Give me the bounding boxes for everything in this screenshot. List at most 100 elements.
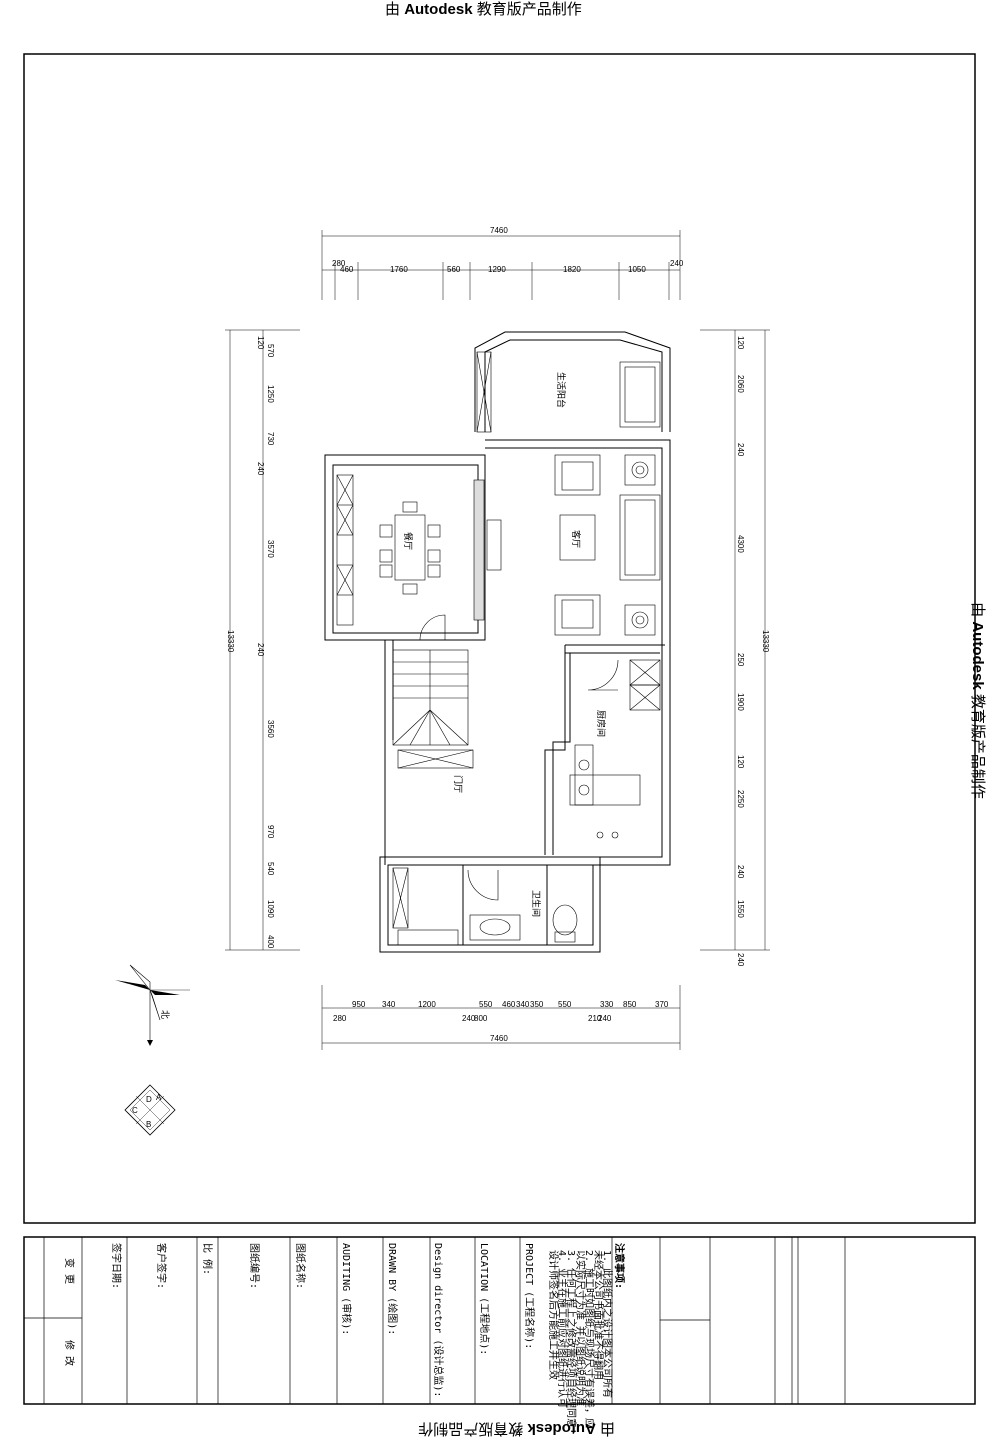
dim-bottom-a-8: 330	[600, 1000, 614, 1009]
dim-left-total: 13330	[226, 630, 235, 653]
dim-bottom-a-0: 950	[352, 1000, 366, 1009]
dim-right-2: 240	[736, 443, 745, 457]
dim-right-7: 2250	[736, 790, 745, 808]
balcony-fixtures	[476, 351, 661, 433]
tb-sign-date: 签字日期:	[110, 1243, 123, 1289]
dim-bottom-a-9: 850	[623, 1000, 637, 1009]
dim-top-2: 1760	[390, 265, 408, 274]
dim-bottom-b-3: 210	[588, 1014, 602, 1023]
title-block-border	[23, 1236, 976, 1405]
key-plan-b: B	[146, 1120, 151, 1129]
title-block-grid	[24, 1237, 846, 1404]
dim-left-4: 240	[256, 462, 265, 476]
dim-top-7: 240	[670, 259, 684, 268]
dim-top-1: 460	[340, 265, 354, 274]
dim-top-3: 560	[447, 265, 461, 274]
north-arrow-icon	[115, 964, 190, 1046]
dim-top-5: 1820	[563, 265, 581, 274]
dim-right-total: 13330	[761, 630, 770, 653]
dim-right-9: 1550	[736, 900, 745, 918]
dimension-lines	[225, 230, 770, 1050]
kitchen-fixtures	[569, 659, 661, 839]
tb-drawn-by: DRAWN BY (绘图):	[386, 1243, 399, 1335]
dim-left-11: 400	[266, 935, 275, 949]
dim-bottom-a-6: 350	[530, 1000, 544, 1009]
dim-top-total: 7460	[490, 226, 508, 235]
dim-left-10: 1090	[266, 900, 275, 918]
dim-left-6: 240	[256, 643, 265, 657]
tb-notes-title: 注意事项:	[613, 1243, 626, 1289]
tb-change: 变 更	[63, 1258, 76, 1284]
tb-drawing-no: 图纸编号:	[248, 1243, 261, 1289]
tb-design-director: Design director (设计总监):	[432, 1243, 445, 1397]
tb-note-line: 设计师签名后方能施工并生效	[547, 1250, 560, 1380]
key-plan-a: A	[156, 1093, 162, 1102]
tb-auditing: AUDITING (审核):	[340, 1243, 353, 1335]
dim-bottom-b-1: 240	[462, 1014, 476, 1023]
tb-note-line: 4. 业主在施工前应对图纸进行认可	[556, 1250, 569, 1408]
tb-note-line: 1. 此图纸内之设计图本公司所有	[601, 1250, 614, 1398]
dim-left-5: 3570	[266, 540, 275, 558]
dims-right-col: 120 2060 240 4300 250 1900 120 2250 240 1550 240	[736, 336, 745, 967]
tb-revise: 修 改	[63, 1340, 76, 1366]
watermark-top: 由 Autodesk 教育版产品制作	[385, 1, 582, 18]
dim-right-0: 120	[736, 336, 745, 350]
dim-left-9: 540	[266, 862, 275, 876]
label-dining: 餐厅	[402, 532, 414, 550]
dim-bottom-a-1: 340	[382, 1000, 396, 1009]
dim-right-8: 240	[736, 865, 745, 879]
label-bathroom: 卫生间	[530, 890, 542, 917]
tb-drawing-name: 图纸名称:	[294, 1243, 307, 1289]
dim-bottom-b-2: 800	[474, 1014, 488, 1023]
north-label: 北	[159, 1010, 170, 1019]
dim-bottom-a-7: 550	[558, 1000, 572, 1009]
living-furniture	[554, 454, 661, 636]
dim-right-10: 240	[736, 953, 745, 967]
tb-note-line: 2. 施工时如图纸与现场尺寸有误差，应	[583, 1250, 596, 1428]
dim-top-0: 280	[332, 259, 346, 268]
dim-bottom-a-10: 370	[655, 1000, 669, 1009]
dim-top-4: 1290	[488, 265, 506, 274]
dining-furniture	[336, 474, 502, 641]
dim-right-3: 4300	[736, 535, 745, 553]
dim-bottom-a-5: 340	[516, 1000, 530, 1009]
dim-left-3: 730	[266, 432, 275, 446]
tb-scale: 比 例:	[201, 1243, 214, 1275]
dim-right-1: 2060	[736, 375, 745, 393]
dim-left-7: 3560	[266, 720, 275, 738]
dim-left-8: 970	[266, 825, 275, 839]
key-plan-d: D	[146, 1095, 152, 1104]
stairs	[392, 649, 474, 769]
tb-note-line: 以实际尺寸为准 并以图纸说明为准	[574, 1250, 587, 1406]
dim-bottom-b-4: 240	[598, 1014, 612, 1023]
dim-bottom-a-3: 550	[479, 1000, 493, 1009]
dim-top-6: 1050	[628, 265, 646, 274]
walls	[324, 331, 671, 953]
dim-left-0: 120	[256, 336, 265, 350]
sheet-border	[23, 53, 976, 1224]
label-kitchen: 厨房间	[595, 710, 607, 737]
tb-note-line: 未经本公司书面批准不得翻用	[592, 1250, 605, 1380]
dim-left-2: 1250	[266, 385, 275, 403]
label-balcony: 生活阳台	[555, 372, 567, 408]
dim-right-6: 120	[736, 755, 745, 769]
dim-right-5: 1900	[736, 693, 745, 711]
dim-left-1: 570	[266, 344, 275, 358]
dim-bottom-a-2: 1200	[418, 1000, 436, 1009]
tb-client-sign: 客户签字:	[155, 1243, 168, 1289]
dim-bottom-a-4: 460	[502, 1000, 516, 1009]
dim-bottom-b-0: 280	[333, 1014, 347, 1023]
tb-note-line: 3. 任何工程上之修改需经项目经理同意	[565, 1250, 578, 1428]
label-foyer: 门厅	[452, 775, 464, 793]
dim-bottom-total: 7460	[490, 1034, 508, 1043]
key-plan-c: C	[132, 1106, 138, 1115]
tb-location: LOCATION (工程地点):	[478, 1243, 491, 1355]
title-block-labels: 变 更 修 改 签字日期: 客户签字: 比 例: 图纸编号: 图纸名称: AUD…	[63, 1243, 626, 1397]
dim-right-4: 250	[736, 653, 745, 667]
